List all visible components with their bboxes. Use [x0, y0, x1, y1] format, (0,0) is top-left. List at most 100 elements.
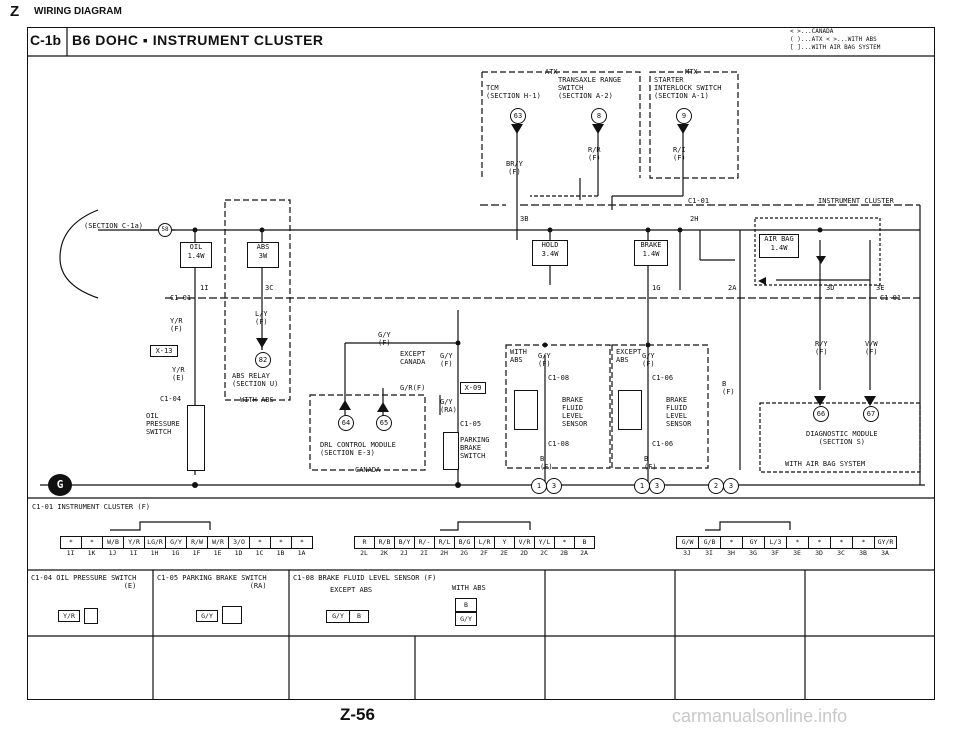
c101-right-label: C1-01: [880, 294, 902, 302]
wire-ry: R/Y (F): [815, 340, 828, 356]
connector-cell: *: [809, 537, 831, 548]
c106-top-label: C1-06: [652, 374, 674, 382]
wire-gy-except: G/Y (F): [642, 352, 655, 368]
instrument-cluster-label: INSTRUMENT CLUSTER: [818, 197, 894, 205]
connector-pin-label: 1E: [213, 549, 222, 557]
wire-yr-e: Y/R (E): [172, 366, 185, 382]
connector-cell: Y: [495, 537, 515, 548]
connector-pin-label: 1J: [108, 549, 117, 557]
c104-pin: Y/R: [58, 610, 80, 622]
abs-relay-label: ABS RELAY (SECTION U): [232, 372, 279, 388]
legend-canada: < >...CANADA: [790, 28, 834, 35]
c106-bottom-label: C1-06: [652, 440, 674, 448]
connector-cell: *: [300, 538, 304, 546]
connector-cell: R/-: [415, 537, 435, 548]
atx-label: ATX: [545, 68, 558, 76]
c101-top-label: C1-01: [688, 197, 710, 205]
wire-vw: V/W (F): [865, 340, 878, 356]
connector-cell: G/Y: [166, 537, 187, 548]
c108-except-label: EXCEPT ABS: [330, 586, 373, 594]
connector-82: 82: [255, 352, 271, 368]
connector-cell: GY: [743, 537, 765, 548]
ground-3-a: 3: [546, 478, 562, 494]
connector-8: 8: [591, 108, 607, 124]
connector-cell: Y/L: [535, 537, 555, 548]
connector-9: 9: [676, 108, 692, 124]
tcm-label: TCM (SECTION H-1): [486, 84, 541, 100]
wire-b-except: B (F): [644, 455, 657, 471]
connector-cell: *: [787, 537, 809, 548]
mtx-label: MTX: [685, 68, 698, 76]
wire-grf: G/R(F): [400, 384, 426, 392]
connector-cell: G/W: [677, 537, 699, 548]
connector-cell: LG/R: [145, 537, 166, 548]
connector-pin-label: 2D: [520, 549, 528, 557]
connector-pin-label: 1B: [276, 549, 285, 557]
connector-cell: *: [82, 537, 103, 548]
c104-connector-title: C1-04 OIL PRESSURE SWITCH (E): [31, 574, 137, 590]
connector-pin-label: 3A: [881, 549, 889, 557]
connector-pin-label: 3J: [683, 549, 691, 557]
pin-1g: 1G: [652, 284, 661, 292]
connector-cell: L/3: [765, 537, 787, 548]
c104-housing: [84, 608, 98, 624]
connector-pin-label: 2A: [580, 549, 588, 557]
wire-ri: R/I (F): [673, 146, 686, 162]
c108-top-label: C1-08: [548, 374, 570, 382]
wire-gy-canada: G/Y (F): [440, 352, 453, 368]
c108-except-pins: G/Y B: [326, 610, 369, 623]
connector-pin-label: 3G: [749, 549, 757, 557]
connector-cell: R: [355, 537, 375, 548]
c108-except-pin-b: B: [357, 612, 361, 620]
section-title: WIRING DIAGRAM: [34, 6, 122, 17]
page-title: B6 DOHC ▪ INSTRUMENT CLUSTER: [72, 32, 324, 48]
wire-b-abs: B (F): [540, 455, 553, 471]
wire-rr: R/R (F): [588, 146, 601, 162]
pin-2a: 2A: [728, 284, 737, 292]
connector-67: 67: [863, 406, 879, 422]
connector-cell: B: [582, 538, 587, 546]
connector-pin-label: 2F: [480, 549, 488, 557]
pin-3b: 3B: [520, 215, 529, 223]
connector-cell: L/R: [475, 537, 495, 548]
wire-gy-drl: G/Y (F): [378, 331, 391, 347]
c105-housing: [222, 606, 242, 624]
brake-lamp: BRAKE 1.4W: [634, 240, 668, 266]
connector-pin-label: 3I: [705, 549, 713, 557]
connector-pin-label: 1A: [297, 549, 306, 557]
with-abs-box-label: WITH ABS: [510, 348, 527, 364]
canada-label: CANADA: [355, 466, 381, 474]
section-letter: Z: [10, 3, 20, 20]
wire-gy-abs: G/Y (F): [538, 352, 551, 368]
connector-cell: V/R: [515, 537, 535, 548]
pin-1i: 1I: [200, 284, 209, 292]
oil-lamp: OIL 1.4W: [180, 242, 212, 268]
section-c1a-ref: (SECTION C-1a): [84, 222, 144, 230]
connector-pin-label: 1F: [192, 549, 201, 557]
brake-fluid-sensor-abs: [514, 390, 538, 430]
connector-cell: *: [721, 537, 743, 548]
connector-66: 66: [813, 406, 829, 422]
connector-cell: W/R: [208, 537, 229, 548]
connector-cell: R/B: [375, 537, 395, 548]
abs-lamp: ABS 3W: [247, 242, 279, 268]
connector-pin-label: 2L: [360, 549, 368, 557]
ground-3-b: 3: [649, 478, 665, 494]
diagram-code: C-1b: [30, 32, 62, 48]
connector-cell: W/B: [103, 537, 124, 548]
ground-1-b: 1: [634, 478, 650, 494]
connector-pin-label: 2J: [400, 549, 408, 557]
connector-cell: *: [250, 537, 271, 548]
connector-cell: R/L: [435, 537, 455, 548]
connector-65: 65: [376, 415, 392, 431]
connector-cell: B/Y: [395, 537, 415, 548]
connector-pin-label: 3F: [771, 549, 779, 557]
connector-cell: R/W: [187, 537, 208, 548]
connector-pin-label: 3D: [815, 549, 823, 557]
connector-pin-label: 1I: [66, 549, 75, 557]
